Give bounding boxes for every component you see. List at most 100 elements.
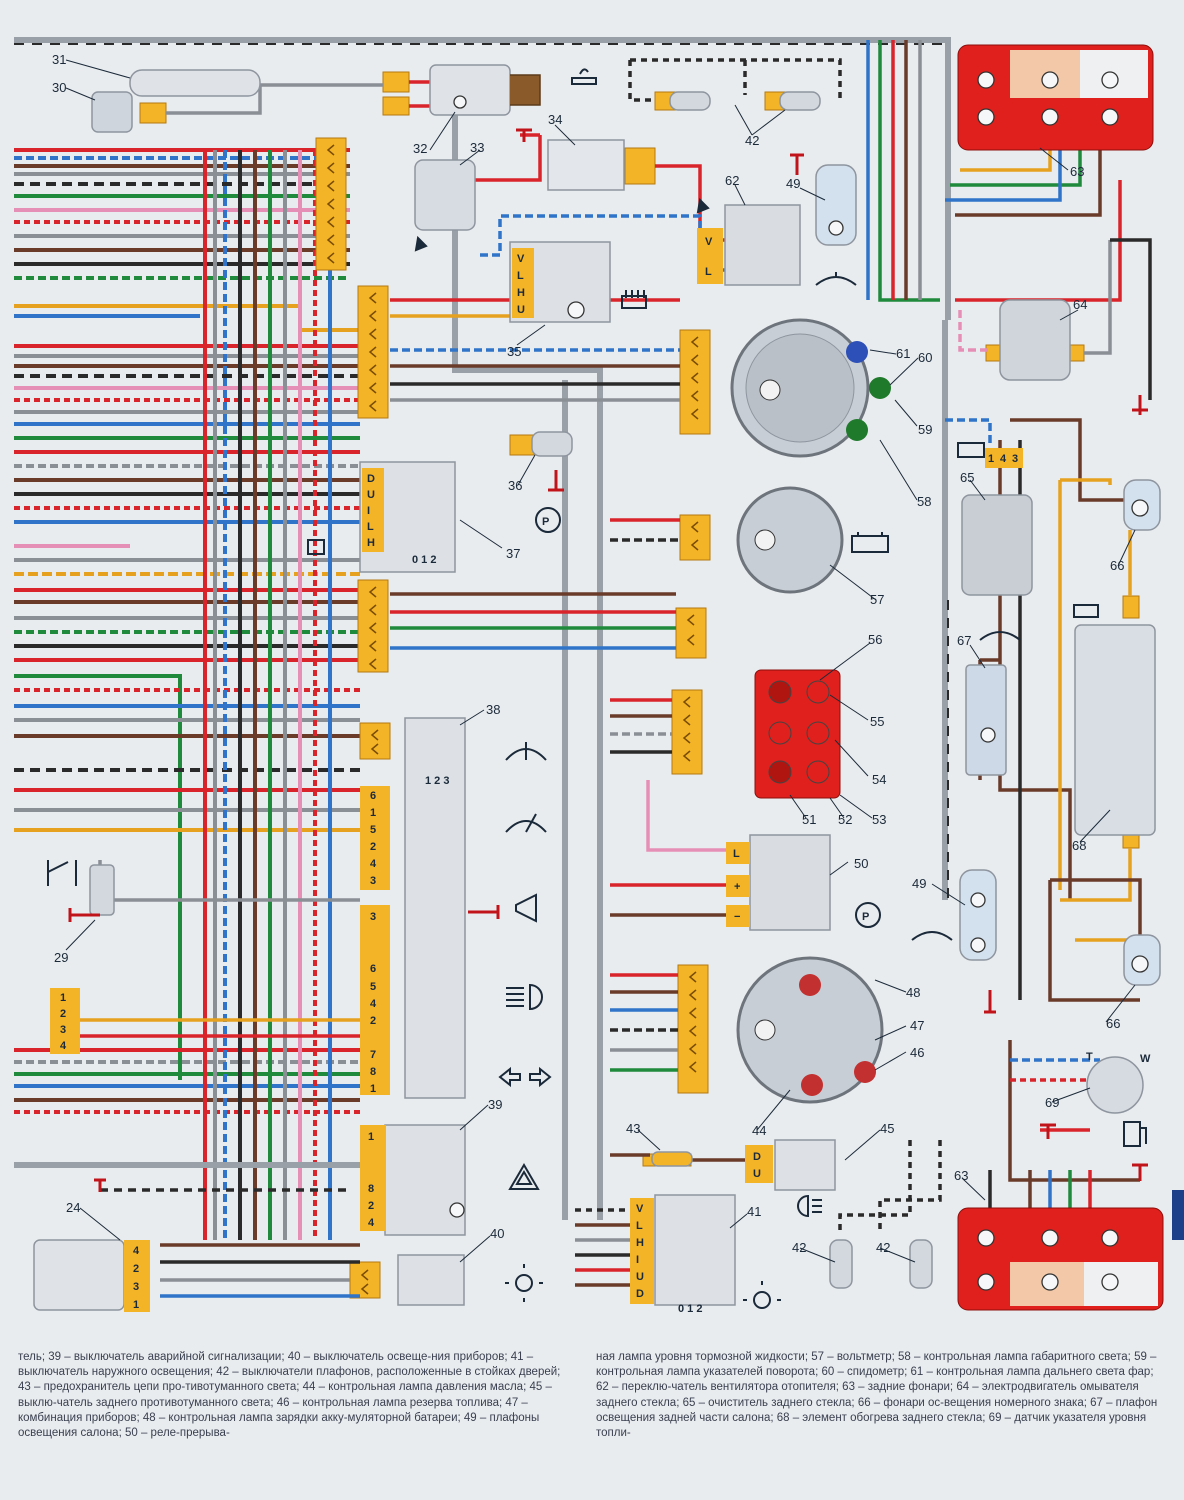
svg-text:48: 48	[906, 985, 920, 1000]
caption-right-column: ная лампа уровня тормозной жидкости; 57 …	[596, 1351, 1158, 1440]
svg-text:D: D	[753, 1151, 761, 1163]
svg-text:H: H	[367, 537, 375, 549]
svg-text:38: 38	[486, 702, 500, 717]
svg-text:+: +	[734, 881, 740, 893]
svg-text:47: 47	[910, 1018, 924, 1033]
svg-text:L: L	[636, 1220, 643, 1232]
svg-text:33: 33	[470, 140, 484, 155]
svg-text:8: 8	[368, 1183, 374, 1195]
svg-text:6: 6	[370, 790, 376, 802]
svg-text:5: 5	[370, 981, 376, 993]
rear-lamp-icon	[979, 631, 1021, 641]
switch-39-pins: 1 8 2 4	[360, 1125, 386, 1231]
svg-text:1: 1	[988, 453, 994, 465]
wiring-diagram: P P V L	[14, 37, 1164, 1315]
svg-text:43: 43	[626, 1121, 640, 1136]
switch-38b-pins: 3 6 5 4 2 7 8 1	[360, 905, 390, 1095]
svg-text:49: 49	[912, 876, 926, 891]
sensor-69-pins: T W	[1086, 1051, 1151, 1065]
pin-labels: V L H U D U I L H 0 1 2 6 1 5 2 4 3 1 2 …	[50, 228, 1151, 1315]
svg-text:2: 2	[368, 1200, 374, 1212]
svg-text:58: 58	[917, 494, 931, 509]
fan-icon	[414, 197, 710, 252]
switch-35-pins: V L H U	[512, 248, 534, 318]
hazard-icon	[508, 1163, 540, 1190]
svg-text:5: 5	[370, 824, 376, 836]
switch-45-pins: D U	[745, 1145, 773, 1183]
rear-defrost-icon	[621, 290, 647, 309]
instrument-light-icon	[505, 1264, 543, 1302]
warning-lamp-cluster	[754, 669, 841, 799]
svg-text:68: 68	[1072, 838, 1086, 853]
svg-text:36: 36	[508, 478, 522, 493]
svg-text:1: 1	[368, 1131, 374, 1143]
ground-symbols	[68, 128, 1148, 1192]
svg-text:63: 63	[1070, 164, 1084, 179]
svg-text:1: 1	[133, 1299, 139, 1311]
svg-text:T: T	[1086, 1051, 1093, 1063]
svg-text:51: 51	[802, 812, 816, 827]
svg-text:U: U	[753, 1168, 761, 1180]
switch-41-pins: V L H I U D 0 1 2	[630, 1198, 702, 1315]
fuel-pump-icon	[1123, 1121, 1147, 1147]
svg-text:4: 4	[133, 1245, 140, 1257]
svg-text:I: I	[636, 1254, 639, 1266]
washer-fluid-icon	[307, 539, 325, 555]
svg-text:35: 35	[507, 344, 521, 359]
svg-text:7: 7	[370, 1049, 376, 1061]
svg-text:42: 42	[876, 1240, 890, 1255]
svg-text:1: 1	[370, 1083, 376, 1095]
battery-icon	[851, 532, 889, 553]
svg-text:42: 42	[745, 133, 759, 148]
svg-text:L: L	[367, 521, 374, 533]
svg-text:55: 55	[870, 714, 884, 729]
svg-text:49: 49	[786, 176, 800, 191]
svg-text:3: 3	[370, 875, 376, 887]
svg-text:1: 1	[370, 807, 376, 819]
svg-text:3: 3	[133, 1281, 139, 1293]
parking-brake-icon-2: P	[855, 902, 881, 928]
svg-text:0 1 2: 0 1 2	[412, 554, 436, 566]
svg-text:56: 56	[868, 632, 882, 647]
svg-text:L: L	[705, 266, 712, 278]
svg-text:60: 60	[918, 350, 932, 365]
motor-64-pins: 1 4 3	[985, 448, 1023, 468]
svg-text:−: −	[734, 911, 740, 923]
svg-text:57: 57	[870, 592, 884, 607]
svg-text:U: U	[636, 1271, 644, 1283]
svg-text:V: V	[636, 1203, 644, 1215]
svg-text:44: 44	[752, 1123, 766, 1138]
svg-text:64: 64	[1073, 297, 1087, 312]
svg-text:32: 32	[413, 141, 427, 156]
svg-text:67: 67	[957, 633, 971, 648]
svg-text:2: 2	[60, 1008, 66, 1020]
svg-text:W: W	[1140, 1053, 1151, 1065]
svg-text:46: 46	[910, 1045, 924, 1060]
svg-text:2: 2	[370, 1015, 376, 1027]
horn-icon	[515, 893, 537, 923]
svg-text:V: V	[517, 253, 525, 265]
switch-62-pins: V L	[697, 228, 723, 284]
connector-chevrons	[326, 144, 699, 1295]
svg-text:H: H	[517, 287, 525, 299]
svg-text:2: 2	[370, 841, 376, 853]
svg-text:6: 6	[370, 963, 376, 975]
svg-text:P: P	[862, 911, 869, 923]
svg-text:50: 50	[854, 856, 868, 871]
svg-text:45: 45	[880, 1121, 894, 1136]
svg-text:63: 63	[954, 1168, 968, 1183]
callout-labels: 31 30 32 33 34 42 62 49 63 35 64 61 60 5…	[52, 52, 1124, 1255]
svg-text:24: 24	[66, 1200, 80, 1215]
temperature-icon	[47, 860, 77, 886]
svg-text:U: U	[517, 304, 525, 316]
svg-text:4: 4	[370, 858, 377, 870]
svg-text:D: D	[367, 473, 375, 485]
svg-text:8: 8	[370, 1066, 376, 1078]
gauges	[730, 318, 891, 1104]
connector-29-pins: 1 2 3 4	[50, 988, 80, 1054]
wiper-icon	[505, 813, 547, 833]
svg-text:I: I	[367, 505, 370, 517]
rear-defrost-icon-2	[1073, 604, 1099, 618]
svg-text:66: 66	[1106, 1016, 1120, 1031]
cigarette-icon	[571, 68, 597, 85]
